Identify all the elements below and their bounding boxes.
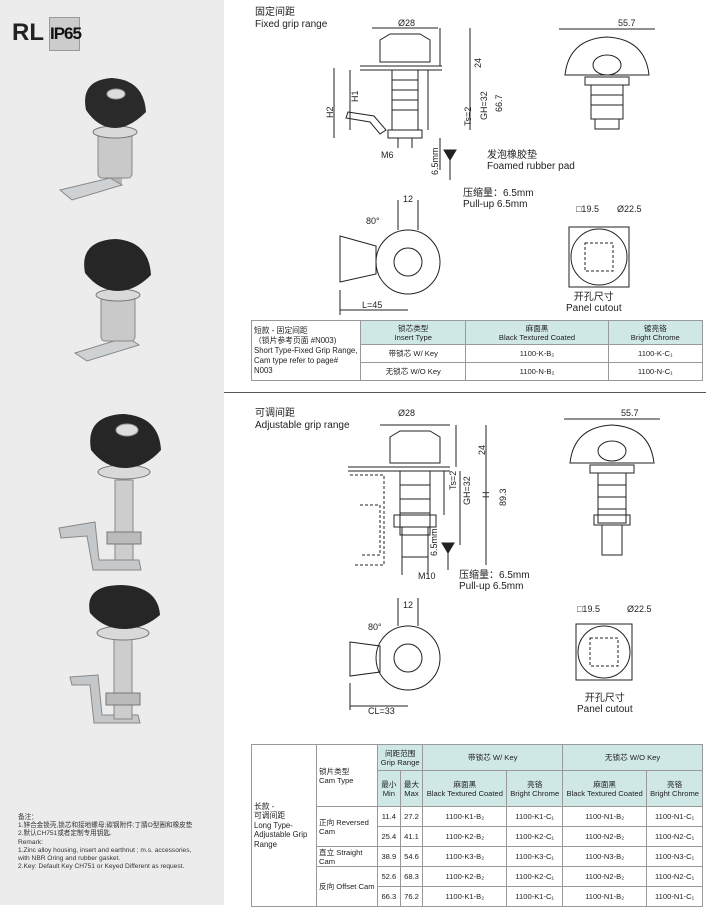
section-divider [224,392,706,393]
remark-cn-title: 备注： [18,814,38,821]
remark-cn-line2: 2.默认CH751或者定制专用钥匙. [18,830,112,838]
fixed-dim-m6: M6 [381,150,394,160]
fixed-section-title: 固定间距 Fixed grip range [255,7,328,30]
fixed-dim-h1: H1 [350,90,360,102]
table-row: 无锁芯 W/O Key 1100-N-B₂ 1100-N-C₁ [252,362,704,381]
photo-adjustable-with-key [58,414,161,571]
adjustable-pull-label: 压缩量：6.5mm Pull-up 6.5mm [459,570,530,592]
photo-fixed-with-key [58,78,146,201]
ip65-badge: IP65 [49,17,82,51]
adj-dim-557: 55.7 [621,408,639,418]
photo-fixed-without-key [73,239,151,362]
fixed-dim-12: 12 [403,194,414,204]
fixed-dim-ts: Ts=2 [463,106,473,126]
fixed-panel-cutout [568,226,630,288]
adj-dim-80: 80° [368,622,382,632]
remark-en-line1: 1.Zinc alloy housing, insert and earthnu… [18,846,192,854]
adjustable-section-title: 可调间距 Adjustable grip range [255,408,350,431]
adjustable-top-view [349,598,441,710]
remark-notes: 备注： 1.锌合金锁壳,锁芯和接地螺母;碳钢附件;丁腈O型圈和橡皮垫 2.默认C… [18,814,223,871]
photo-adjustable-without-key [69,585,160,724]
adjustable-panel-cutout [575,623,633,681]
adj-dim-h: H [481,491,491,499]
adj-th-wokey: 无锁芯 W/O Key [562,744,703,771]
fixed-dim-557: 55.7 [618,18,636,28]
adj-dim-d28: Ø28 [398,408,416,418]
fixed-dim-24: 24 [473,57,483,68]
adj-dim-24: 24 [477,444,487,455]
remark-en-line1b: with NBR Oring and rubber gasket. [18,855,121,863]
adjustable-cutout-label: 开孔尺寸 Panel cutout [577,693,633,715]
fixed-dim-80: 80° [366,216,380,226]
fixed-part-number-table: 短款 - 固定间距 （锁片参考页面 #N003) Short Type-Fixe… [251,320,704,381]
fixed-dim-d225: Ø22.5 [617,204,642,214]
fixed-side-drawing [333,27,471,180]
adj-dim-sq195: □19.5 [577,604,600,614]
fixed-dim-65: 6.5mm [430,147,440,175]
fixed-pad-label: 发泡橡胶垫 Foamed rubber pad [487,150,575,172]
remark-cn-line1: 1.锌合金锁壳,锁芯和接地螺母;碳钢附件;丁腈O型圈和橡皮垫 [18,822,193,830]
adj-dim-gh: GH=32 [462,476,472,505]
adj-dim-893: 89.3 [498,488,508,506]
fixed-dim-667: 66.7 [494,94,504,112]
fixed-dim-gh: GH=32 [479,91,489,120]
adj-dim-m10: M10 [418,571,436,581]
remark-en-line2: 2.Key: Default Key CH751 or Keyed Differ… [18,863,185,871]
rl-badge: RL [12,19,44,46]
adjustable-front-drawing [564,418,660,556]
adjustable-side-drawing [348,424,487,575]
fixed-front-drawing [559,28,655,130]
remark-en-title: Remark: [18,838,43,846]
adjustable-part-number-table: 长款 - 可调间距 Long Type-Adjustable Grip Rang… [251,744,703,907]
fixed-dim-h2: H2 [325,106,335,118]
product-photo-column: RL IP65 备注： 1.锌合金锁壳,锁芯和接地螺母;碳钢附件;丁腈O型圈和橡… [0,0,224,905]
adj-dim-cl33: CL=33 [368,706,395,716]
fixed-dim-l45: L=45 [362,300,383,310]
adj-dim-d225: Ø22.5 [627,604,652,614]
adj-dim-65: 6.5mm [429,528,439,556]
adj-dim-12: 12 [403,600,414,610]
fixed-cutout-label: 开孔尺寸 Panel cutout [566,292,622,314]
adj-th-wkey: 带锁芯 W/ Key [422,744,564,771]
fixed-dim-sq195: □19.5 [576,204,599,214]
fixed-pull-label: 压缩量：6.5mm Pull-up 6.5mm [463,188,534,210]
table-row: 带锁芯 W/ Key 1100-K-B₂ 1100-K-C₁ [252,344,704,363]
adj-dim-ts: Ts=2 [448,470,458,490]
fixed-dim-d28: Ø28 [398,18,416,28]
fixed-top-view [339,200,441,315]
